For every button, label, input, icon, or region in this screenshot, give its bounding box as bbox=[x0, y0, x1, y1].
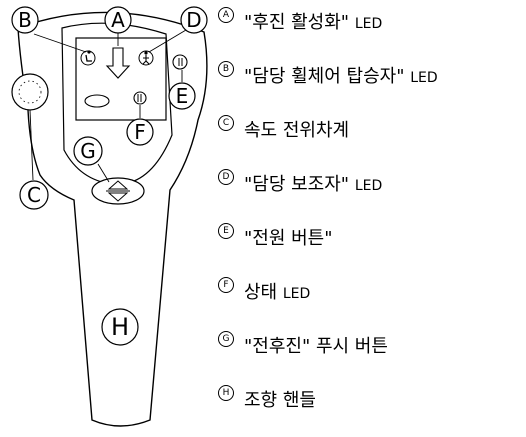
callout-f: F bbox=[126, 118, 154, 146]
legend-letter-g: G bbox=[218, 331, 234, 347]
legend-letter-b: B bbox=[218, 61, 234, 77]
controller-diagram: B A D E F G C H bbox=[11, 6, 208, 427]
svg-text:C: C bbox=[27, 183, 41, 207]
legend-label-d: "담당 보조자" LED bbox=[244, 174, 383, 195]
legend-label-g: "전후진" 푸시 버튼 bbox=[244, 336, 388, 357]
wheelchair-icon bbox=[80, 50, 96, 66]
svg-text:F: F bbox=[134, 120, 146, 144]
legend-letter-h: H bbox=[218, 385, 234, 401]
legend-label-c: 속도 전위차계 bbox=[244, 120, 350, 141]
legend-label-a: "후진 활성화" LED bbox=[244, 12, 383, 33]
svg-text:D: D bbox=[186, 8, 201, 32]
callout-e: E bbox=[168, 82, 196, 110]
legend-label-b: "담당 휠체어 탑승자" LED bbox=[244, 66, 438, 87]
callout-a: A bbox=[104, 6, 132, 34]
callout-h: H bbox=[101, 308, 139, 346]
svg-text:H: H bbox=[111, 313, 129, 341]
legend-item-d: D "담당 보조자" LED bbox=[218, 168, 382, 198]
legend-letter-e: E bbox=[218, 223, 234, 239]
power-button[interactable] bbox=[172, 54, 188, 70]
indicator-panel bbox=[75, 37, 167, 121]
legend-item-h: H 조향 핸들 bbox=[218, 384, 316, 414]
legend-item-b: B "담당 휠체어 탑승자" LED bbox=[218, 60, 438, 90]
svg-text:A: A bbox=[111, 8, 125, 32]
leader-line-b bbox=[33, 33, 87, 53]
legend-letter-c: C bbox=[218, 115, 234, 131]
legend-item-e: E "전원 버튼" bbox=[218, 222, 333, 252]
callout-c: C bbox=[19, 180, 49, 210]
reverse-arrow-icon bbox=[105, 47, 131, 79]
legend-item-c: C 속도 전위차계 bbox=[218, 114, 349, 144]
leader-line-d bbox=[148, 29, 187, 53]
legend-letter-a: A bbox=[218, 7, 234, 23]
legend-label-f: 상태 LED bbox=[244, 282, 311, 303]
svg-text:B: B bbox=[18, 8, 32, 32]
legend-label-e: "전원 버튼" bbox=[244, 228, 333, 249]
leader-line-c bbox=[29, 109, 34, 181]
push-button[interactable] bbox=[91, 177, 145, 205]
callout-d: D bbox=[180, 6, 208, 34]
callout-g: G bbox=[73, 136, 103, 166]
legend-item-g: G "전후진" 푸시 버튼 bbox=[218, 330, 388, 360]
controller-body-outline bbox=[17, 11, 208, 427]
legend-letter-f: F bbox=[218, 277, 234, 293]
callout-b: B bbox=[11, 6, 39, 34]
legend-item-f: F 상태 LED bbox=[218, 276, 310, 306]
speed-potentiometer[interactable] bbox=[11, 73, 49, 111]
attendant-icon bbox=[138, 50, 154, 66]
legend-letter-d: D bbox=[218, 169, 234, 185]
leader-line-g bbox=[97, 163, 110, 183]
legend: A "후진 활성화" LED B "담당 휠체어 탑승자" LED C 속도 전… bbox=[218, 0, 526, 437]
svg-text:E: E bbox=[176, 84, 189, 108]
status-led bbox=[133, 91, 147, 105]
legend-item-a: A "후진 활성화" LED bbox=[218, 6, 382, 36]
oval-led bbox=[84, 94, 110, 108]
svg-text:G: G bbox=[80, 139, 96, 163]
legend-label-h: 조향 핸들 bbox=[244, 390, 316, 411]
